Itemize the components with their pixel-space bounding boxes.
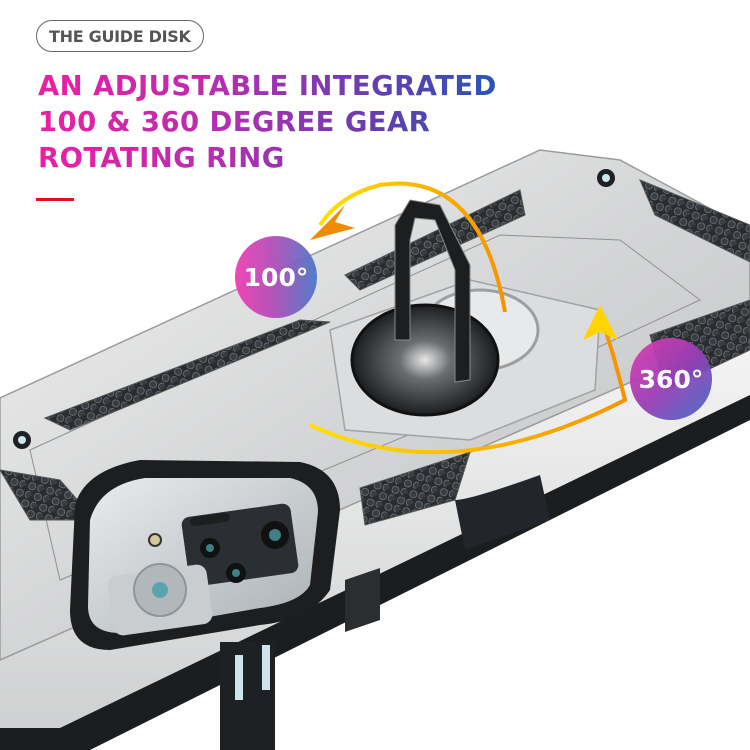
headline-line-3: ROTATING RING	[38, 142, 285, 174]
headline: AN ADJUSTABLE INTEGRATED 100 & 360 DEGRE…	[38, 68, 508, 176]
section-tag: THE GUIDE DISK	[36, 20, 204, 52]
badge-100-label: 100°	[243, 262, 309, 292]
accent-divider	[36, 198, 74, 201]
rotation-badge-100: 100°	[235, 236, 317, 318]
section-tag-label: THE GUIDE DISK	[49, 26, 191, 46]
headline-line-1: AN ADJUSTABLE INTEGRATED	[38, 70, 497, 102]
badge-360-label: 360°	[638, 364, 704, 394]
rotation-badge-360: 360°	[630, 338, 712, 420]
phone-case	[0, 149, 750, 750]
camera-module	[70, 460, 340, 650]
rotation-arrows	[309, 181, 628, 455]
headline-line-2: 100 & 360 DEGREE GEAR	[38, 106, 431, 138]
